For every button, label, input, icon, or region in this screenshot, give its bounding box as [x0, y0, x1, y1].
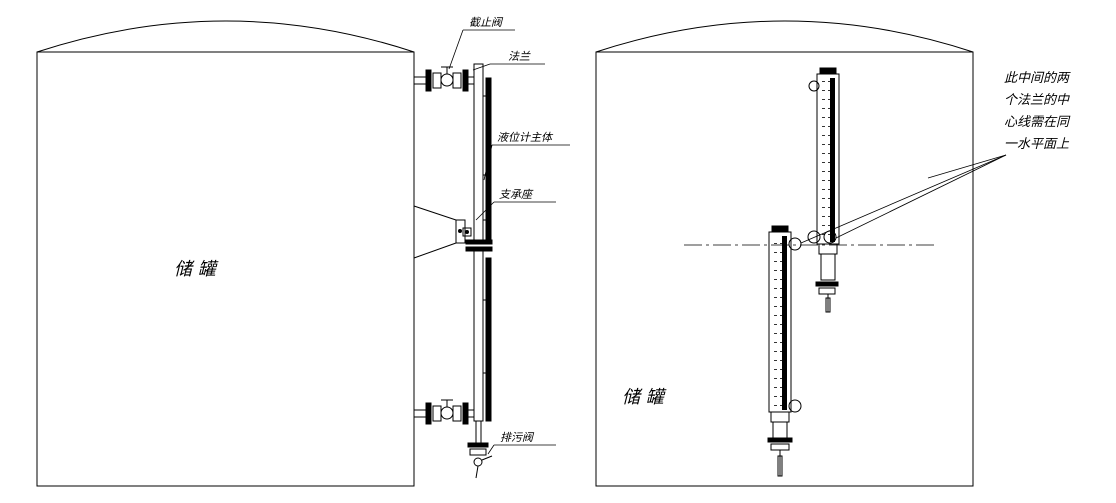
label-support: 支承座 — [499, 188, 534, 201]
label-stop-valve: 截止阀 — [469, 16, 504, 29]
right-upper-gauge — [807, 67, 840, 313]
left-tank-body — [36, 51, 415, 487]
support-bracket — [413, 205, 466, 259]
right-view — [595, 20, 1007, 487]
left-tank-label: 储 罐 — [174, 259, 219, 280]
right-note: 此中间的两 个法兰的中 心线需在同 一水平面上 — [1004, 71, 1071, 152]
right-tank-roof — [595, 20, 974, 53]
right-tank-body — [595, 51, 974, 487]
left-view — [36, 20, 570, 487]
label-flange: 法兰 — [508, 50, 531, 63]
right-tank-label: 储 罐 — [622, 387, 667, 408]
label-drain-valve: 排污阀 — [500, 431, 535, 444]
note-line-2: 个法兰的中 — [1004, 93, 1070, 108]
label-gauge-body: 液位计主体 — [497, 131, 554, 144]
right-leader-lines — [800, 154, 1007, 244]
bottom-stop-valve — [414, 399, 474, 425]
left-leader-lines — [448, 29, 570, 455]
note-line-3: 心线需在同 — [1004, 115, 1071, 130]
left-gauge-lower — [473, 250, 492, 422]
drain-valve — [467, 420, 493, 479]
right-lower-gauge — [767, 225, 802, 477]
left-tank-roof — [36, 20, 415, 53]
top-stop-valve — [414, 66, 474, 92]
note-line-4: 一水平面上 — [1004, 137, 1070, 152]
note-line-1: 此中间的两 — [1004, 71, 1071, 86]
